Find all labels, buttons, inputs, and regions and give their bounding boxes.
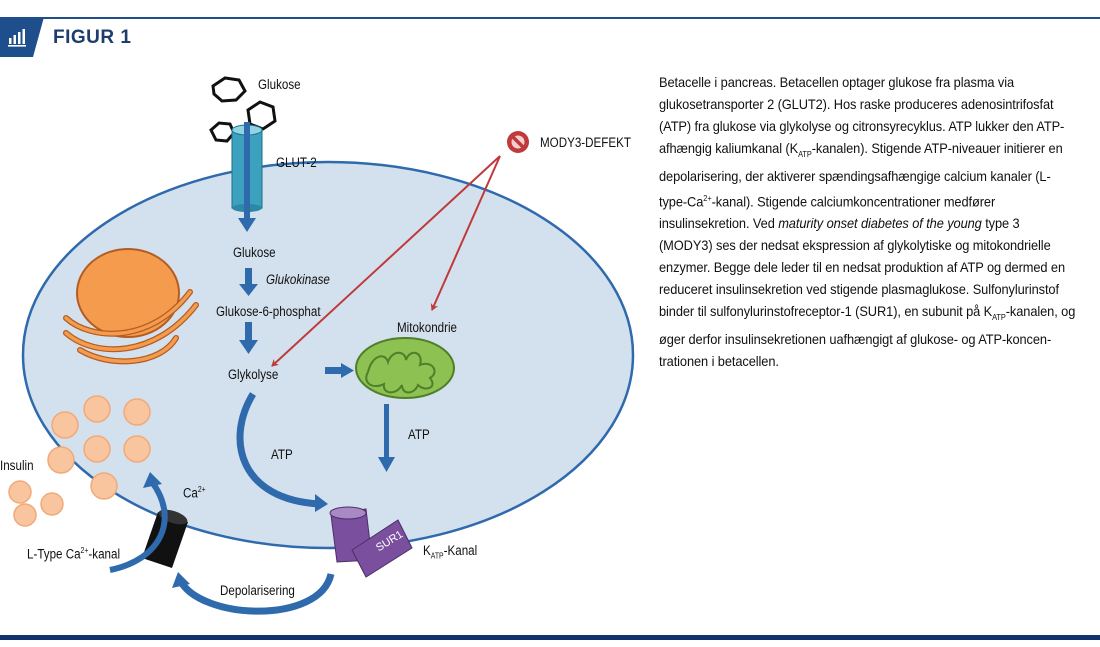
bar-chart-icon — [8, 29, 26, 47]
label-glucose-outside: Glukose — [258, 77, 301, 92]
label-g6p: Glukose-6-phosphat — [216, 304, 321, 319]
caption-subscript: ATP — [798, 149, 812, 159]
figure-title: FIGUR 1 — [53, 27, 132, 48]
calcium-arrow — [109, 480, 168, 573]
nucleus — [76, 248, 180, 338]
label-atp-left: ATP — [271, 447, 293, 462]
mitochondrion — [355, 337, 455, 399]
label-ltype-channel: L-Type Ca2+-kanal — [27, 546, 120, 562]
caption-text: -kanalen, og øger derfor insulinsekretio… — [659, 304, 1076, 370]
ltype-prefix: L-Type Ca — [27, 546, 81, 562]
figure-caption: Betacelle i pancreas. Betacellen optager… — [659, 72, 1076, 373]
depolarisation-arrow — [176, 572, 335, 615]
insulin-granules — [8, 395, 151, 527]
caption-paragraph: Betacelle i pancreas. Betacellen optager… — [659, 72, 1076, 373]
beta-cell — [21, 160, 635, 550]
glut2-transporter — [231, 122, 263, 232]
katp-k: K — [423, 543, 431, 558]
label-mody3: MODY3-DEFEKT — [540, 135, 631, 150]
caption-text: -kanalen). Stigende ATP-niveauer initier… — [659, 141, 1063, 210]
label-ca: Ca2+ — [183, 485, 206, 501]
katp-channel — [329, 506, 413, 578]
label-glut2: GLUT-2 — [276, 155, 317, 170]
figure-badge — [0, 17, 44, 57]
katp-suffix: -Kanal — [443, 543, 478, 558]
beta-cell-diagram — [8, 76, 635, 615]
label-glycolysis: Glykolyse — [228, 367, 279, 382]
label-atp-right: ATP — [408, 427, 430, 442]
atp-curve-arrow — [236, 392, 321, 508]
label-depolarisation: Depolarisering — [220, 583, 295, 598]
katp-subscript: ATP — [430, 551, 444, 561]
caption-text: -kanal). Stigende calcium­koncentratione… — [659, 194, 996, 232]
caption-text: Betacelle i pancreas. Betacellen optager… — [659, 75, 1065, 156]
defect-arrow-mitochondria — [430, 155, 501, 311]
caption-italic: maturity onset diabetes of the young — [778, 216, 982, 232]
bottom-rule — [0, 635, 1100, 640]
ca-text: Ca — [183, 485, 198, 501]
top-rule — [0, 17, 1100, 19]
pathway-arrows — [239, 268, 395, 472]
label-glucokinase: Glukokinase — [266, 272, 330, 287]
label-insulin: Insulin — [0, 458, 34, 473]
ca-superscript: 2+ — [197, 485, 206, 494]
label-glucose-inside: Glukose — [233, 245, 276, 260]
label-katp-channel: KATP-Kanal — [423, 543, 477, 561]
prohibition-icon — [507, 131, 529, 153]
caption-text: type 3 (MODY3) ses der nedsat ekspressio… — [659, 216, 1066, 320]
label-mitochondria: Mitokondrie — [397, 320, 458, 335]
ltype-suffix: -kanal — [88, 546, 121, 562]
defect-arrow-glycolysis — [271, 155, 501, 367]
ltype-superscript: 2+ — [80, 546, 89, 555]
caption-subscript: ATP — [992, 313, 1006, 323]
caption-superscript: 2+ — [703, 193, 712, 203]
